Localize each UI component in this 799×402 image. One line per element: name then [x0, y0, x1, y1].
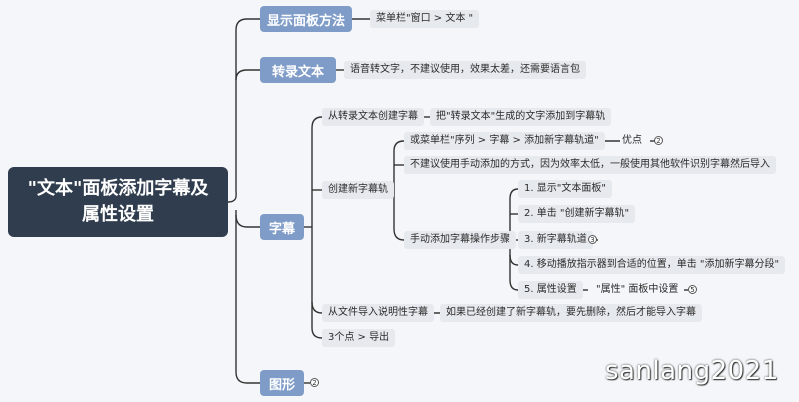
import-file-note[interactable]: 如果已经创建了新字幕轨，要先删除，然后才能导入字幕: [440, 304, 702, 322]
pros-count-badge[interactable]: 2: [654, 136, 663, 145]
branch-show-panel-label: 显示面板方法: [266, 13, 345, 29]
step-4[interactable]: 4. 移动播放指示器到合适的位置，单击 "添加新字幕分段": [518, 256, 786, 274]
branch-show-panel[interactable]: 显示面板方法: [260, 6, 352, 32]
step-3[interactable]: 3. 新字幕轨道: [518, 231, 593, 249]
branch-graphics[interactable]: 图形: [260, 370, 304, 396]
root-topic[interactable]: "文本"面板添加字幕及 属性设置: [8, 167, 228, 237]
transcribe-note[interactable]: 语音转文字，不建议使用，效果太差，还需要语言包: [344, 61, 586, 79]
not-recommended-node[interactable]: 不建议使用手动添加的方式，因为效率太低，一般使用其他软件识别字幕然后导入: [404, 156, 776, 174]
create-track-node[interactable]: 创建新字幕轨: [322, 181, 394, 199]
import-file-node[interactable]: 从文件导入说明性字幕: [322, 304, 434, 322]
step-2[interactable]: 2. 单击 "创建新字幕轨": [518, 205, 636, 223]
step-1[interactable]: 1. 显示"文本面板": [518, 180, 612, 198]
step-5[interactable]: 5. 属性设置: [518, 281, 583, 299]
branch-subtitles-label: 字幕: [268, 221, 295, 237]
menu-way-node[interactable]: 或菜单栏"序列 > 字幕 > 添加新字幕轨道": [404, 132, 605, 150]
step-3-count-badge[interactable]: 3: [588, 235, 597, 244]
manual-steps-node[interactable]: 手动添加字幕操作步骤: [404, 231, 516, 249]
pros-node[interactable]: 优点: [622, 135, 642, 146]
step-5-count-badge[interactable]: 5: [688, 285, 697, 294]
branch-graphics-label: 图形: [268, 377, 295, 393]
root-topic-line2: 属性设置: [81, 204, 154, 225]
from-transcript-node[interactable]: 从转录文本创建字幕: [322, 108, 424, 126]
branch-transcribe[interactable]: 转录文本: [260, 57, 336, 83]
branch-subtitles[interactable]: 字幕: [260, 214, 304, 240]
show-panel-note[interactable]: 菜单栏"窗口 > 文本 ": [370, 10, 480, 28]
watermark: sanlang2021: [605, 356, 779, 386]
step-3-label: 3. 新字幕轨道: [524, 234, 587, 245]
from-transcript-note[interactable]: 把"转录文本"生成的文字添加到字幕轨: [430, 108, 612, 126]
graphics-count-badge[interactable]: 2: [310, 378, 319, 387]
root-topic-line1: "文本"面板添加字幕及: [27, 178, 209, 199]
branch-transcribe-label: 转录文本: [271, 64, 324, 80]
export-node[interactable]: 3个点 > 导出: [322, 329, 396, 347]
step-5-note[interactable]: "属性" 面板中设置: [596, 284, 679, 295]
